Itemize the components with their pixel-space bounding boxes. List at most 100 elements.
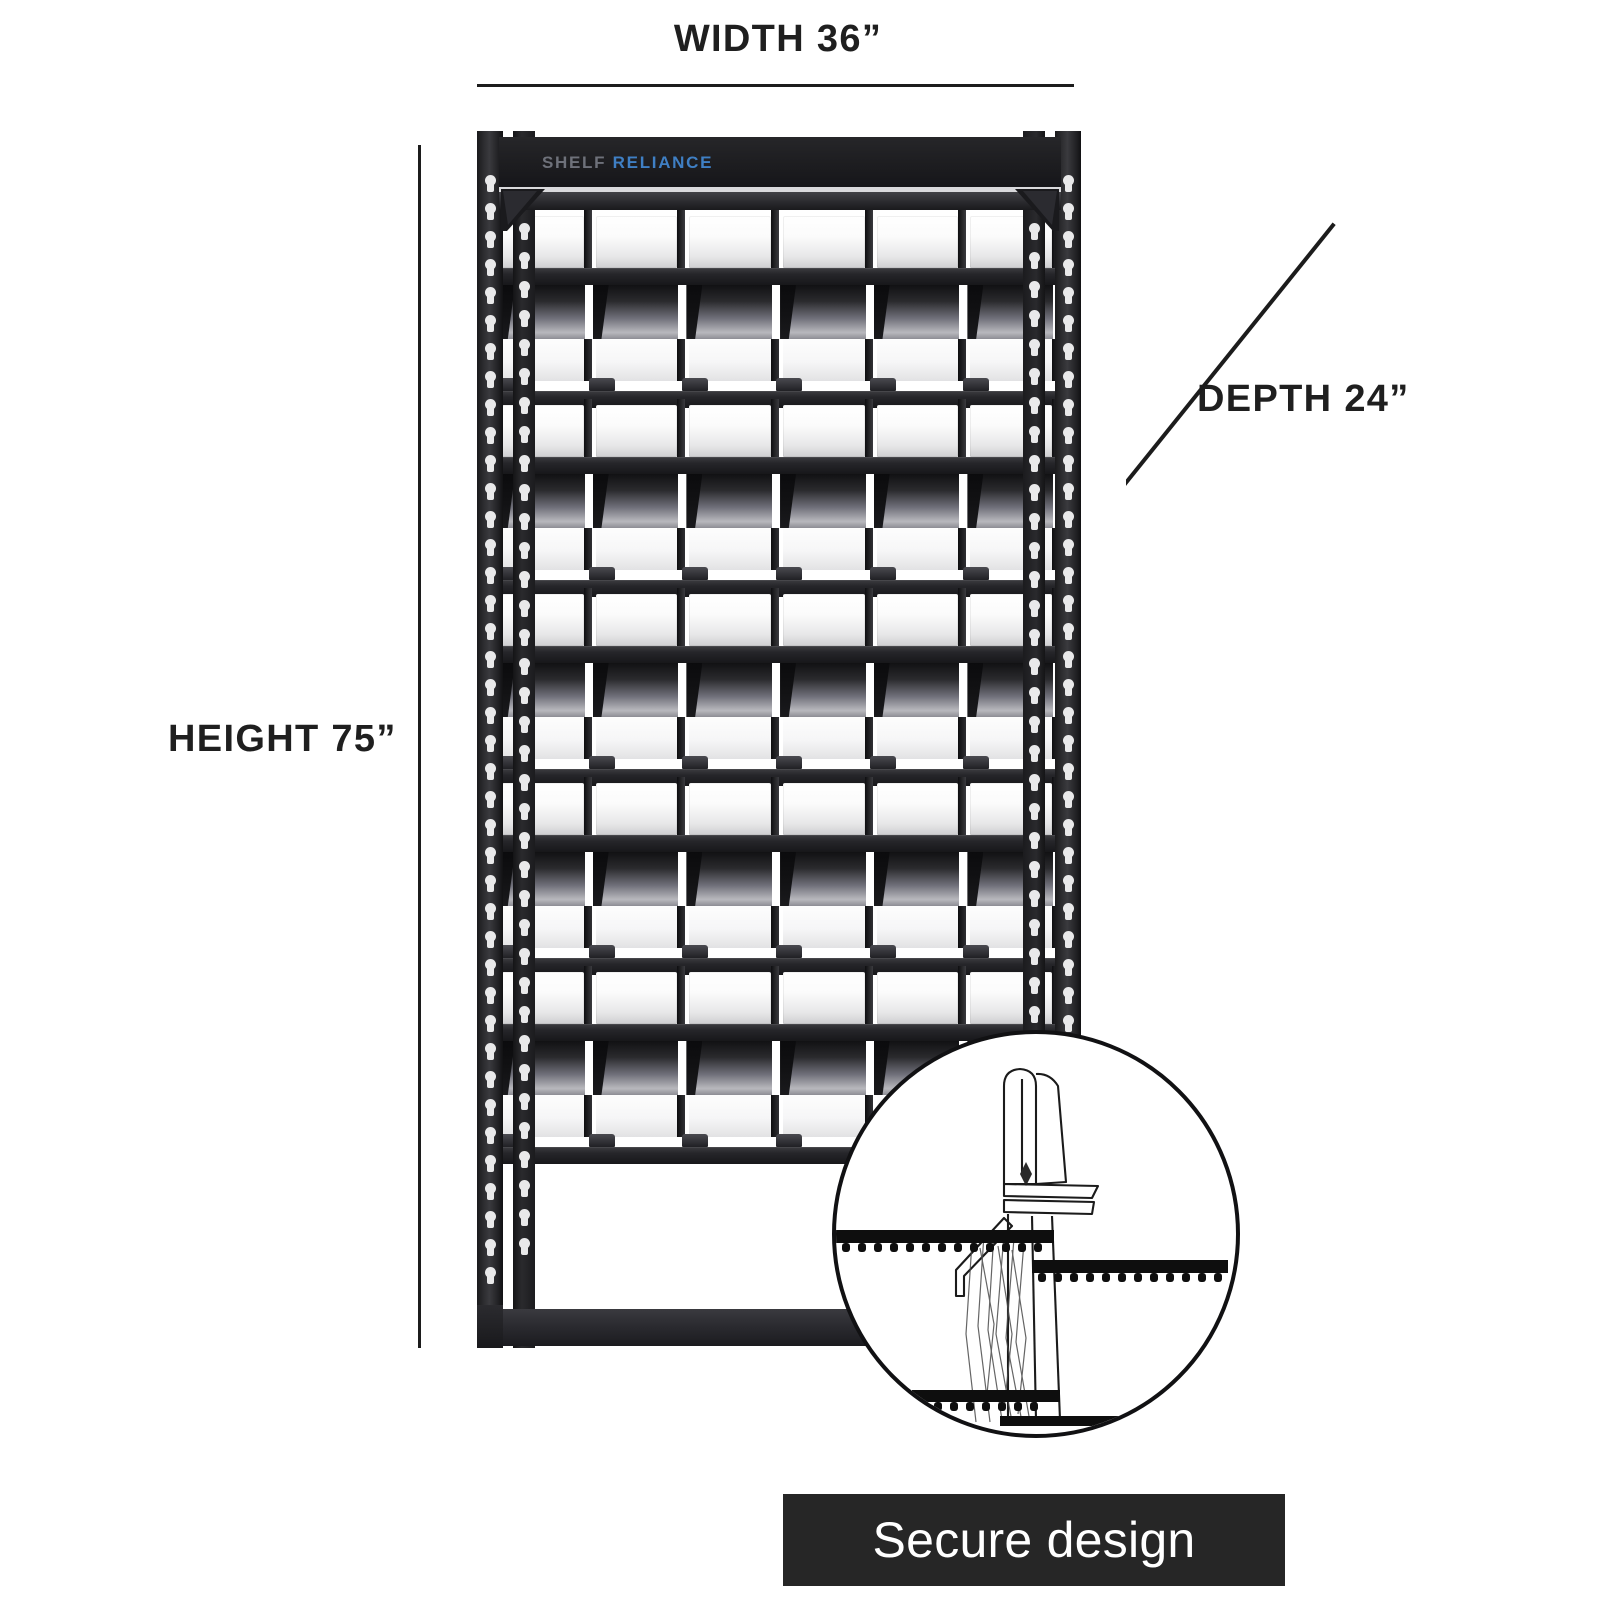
upright-post-left-inner [513, 131, 535, 1348]
can-icon [689, 528, 779, 570]
keyhole-slot-icon [484, 259, 496, 276]
keyhole-slot-icon [1062, 959, 1074, 976]
keyhole-slot-icon [484, 427, 496, 444]
keyhole-slot-icon [484, 623, 496, 640]
can-column [686, 777, 780, 837]
divider-foot-icon [776, 567, 803, 580]
can-row-lower [495, 717, 1061, 769]
can-row-rear [499, 852, 1061, 906]
can-column [967, 399, 1061, 459]
keyhole-slot-icon [1028, 368, 1040, 385]
can-row-rear [499, 663, 1061, 717]
top-plate-lip [499, 187, 1061, 192]
can-column [869, 717, 968, 769]
keyhole-slot-icon [484, 399, 496, 416]
secure-design-banner-text: Secure design [872, 1512, 1196, 1568]
shelf-beam-icon [499, 769, 1061, 786]
depth-dimension-rule-line [1126, 222, 1336, 493]
divider-foot-icon [869, 567, 896, 580]
keyhole-slot-icon [484, 987, 496, 1004]
keyhole-slot-icon [518, 1064, 530, 1081]
keyhole-slot-icon [1028, 977, 1040, 994]
divider-icon [688, 1041, 773, 1095]
keyhole-slot-icon [1028, 716, 1040, 733]
width-dimension-label: WIDTH 36” [673, 18, 883, 60]
keyhole-slot-icon [484, 763, 496, 780]
keyhole-slot-icon [484, 679, 496, 696]
toothed-rail-group [836, 1230, 1228, 1426]
can-column [593, 210, 687, 270]
can-icon [595, 966, 685, 1026]
can-column [967, 777, 1061, 837]
keyhole-slot-icon [1062, 707, 1074, 724]
keyhole-slot-icon [518, 861, 530, 878]
can-icon [689, 399, 779, 459]
keyhole-slot-icon [1028, 803, 1040, 820]
can-column [588, 528, 687, 580]
divider-foot-icon [682, 756, 709, 769]
can-icon [689, 777, 779, 837]
keyhole-slot-icon [484, 1155, 496, 1172]
keyhole-slot-icon [1062, 819, 1074, 836]
keyhole-slot-icon [518, 716, 530, 733]
keyhole-slot-icon [1062, 231, 1074, 248]
can-column [686, 285, 780, 339]
can-icon [595, 339, 685, 381]
can-column [780, 1041, 874, 1095]
keyhole-slot-icon [484, 931, 496, 948]
divider-icon [875, 474, 960, 528]
keyhole-slot-icon [484, 175, 496, 192]
can-column [686, 966, 780, 1026]
shelf-beam-icon [499, 268, 1061, 285]
keyhole-slot-icon [484, 203, 496, 220]
keyhole-slot-icon [484, 1183, 496, 1200]
secure-design-banner: Secure design [783, 1494, 1285, 1586]
keyhole-slot-icon [518, 1180, 530, 1197]
can-column [963, 528, 1061, 580]
keyhole-slot-icon [484, 1099, 496, 1116]
can-column [967, 474, 1061, 528]
can-icon [689, 717, 779, 759]
can-row-front [499, 399, 1061, 459]
shelf-beam-icon [499, 391, 1061, 408]
keyhole-slot-icon [484, 231, 496, 248]
divider-foot-icon [963, 378, 990, 391]
keyhole-slot-icon [1028, 1006, 1040, 1023]
shelf-level [495, 777, 1061, 975]
can-column [967, 588, 1061, 648]
can-row-lower [495, 528, 1061, 580]
keyhole-slot-icon [1062, 455, 1074, 472]
keyhole-slot-icon [1028, 687, 1040, 704]
keyhole-slot-icon [1062, 875, 1074, 892]
can-icon [783, 966, 873, 1026]
can-column [682, 1095, 780, 1147]
divider-foot-icon [776, 945, 803, 958]
can-icon [876, 777, 967, 837]
keyhole-slot-icon [484, 651, 496, 668]
divider-foot-icon [963, 945, 990, 958]
keyhole-slot-icon [1062, 735, 1074, 752]
shelf-beam-icon [499, 580, 1061, 597]
can-column [967, 663, 1061, 717]
can-column [593, 1041, 687, 1095]
can-row-rear [499, 285, 1061, 339]
can-icon [783, 1095, 873, 1137]
keyhole-slot-icon [1062, 175, 1074, 192]
keyhole-slot-icon [1062, 259, 1074, 276]
keyhole-slot-icon [484, 1267, 496, 1284]
keyhole-slot-icon [1062, 595, 1074, 612]
keyhole-slot-icon [484, 287, 496, 304]
keyhole-slot-icon [1062, 539, 1074, 556]
keyhole-slot-icon [1062, 679, 1074, 696]
divider-icon [782, 663, 866, 717]
keyhole-slot-icon [518, 832, 530, 849]
keyhole-slot-icon [1062, 791, 1074, 808]
can-column [780, 777, 874, 837]
can-column [776, 717, 874, 769]
can-column [780, 399, 874, 459]
keyhole-slot-icon [1028, 629, 1040, 646]
can-column [967, 966, 1061, 1026]
top-support-plate [499, 190, 1061, 210]
can-column [588, 717, 687, 769]
keyhole-slot-icon [1062, 567, 1074, 584]
